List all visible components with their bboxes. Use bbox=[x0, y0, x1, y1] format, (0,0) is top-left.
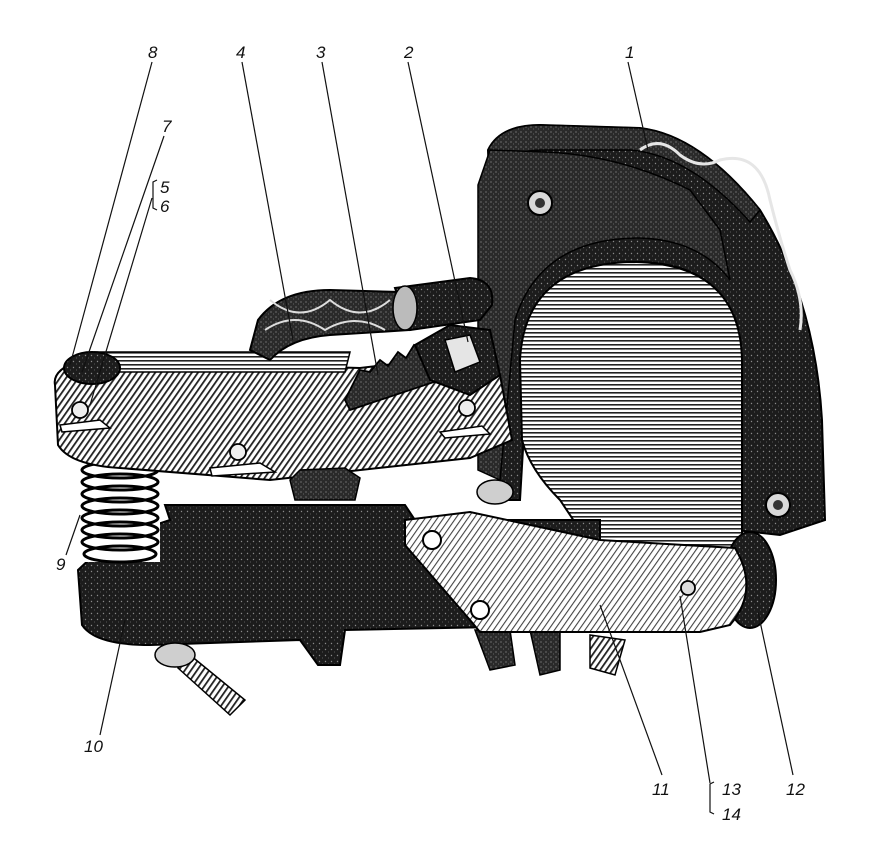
callout-2: 2 bbox=[403, 43, 414, 62]
callout-10: 10 bbox=[84, 737, 103, 756]
pivot-screw bbox=[680, 580, 696, 596]
wing-nut-right bbox=[438, 399, 492, 439]
callout-5: 5 bbox=[160, 178, 170, 197]
threaded-stud-right bbox=[589, 634, 626, 676]
callout-8: 8 bbox=[148, 43, 158, 62]
side-plate bbox=[404, 510, 748, 633]
side-plate-hole-top bbox=[422, 530, 442, 550]
callout-1: 1 bbox=[625, 43, 634, 62]
arc-chute-plates bbox=[518, 260, 743, 613]
callout-7: 7 bbox=[162, 117, 172, 136]
callout-11: 11 bbox=[652, 780, 670, 799]
return-spring bbox=[80, 460, 160, 564]
flexible-braid bbox=[248, 276, 494, 362]
leader-lines bbox=[65, 61, 794, 815]
callout-9: 9 bbox=[56, 555, 66, 574]
callout-labels: 1 2 3 4 5 6 7 8 9 10 11 12 13 14 bbox=[56, 43, 805, 824]
callout-3: 3 bbox=[316, 43, 326, 62]
callout-4: 4 bbox=[236, 43, 245, 62]
wing-nut-left bbox=[59, 401, 112, 433]
arm-end-roller bbox=[63, 351, 121, 385]
callout-6: 6 bbox=[160, 197, 170, 216]
side-plate-hole-bottom bbox=[470, 600, 490, 620]
callout-12: 12 bbox=[786, 780, 805, 799]
serrated-contact bbox=[343, 343, 442, 412]
callout-14: 14 bbox=[722, 805, 741, 824]
threaded-stud-left bbox=[154, 642, 247, 717]
wing-nut-middle bbox=[209, 443, 278, 477]
callout-13: 13 bbox=[722, 780, 741, 799]
device-drawing bbox=[53, 123, 827, 717]
